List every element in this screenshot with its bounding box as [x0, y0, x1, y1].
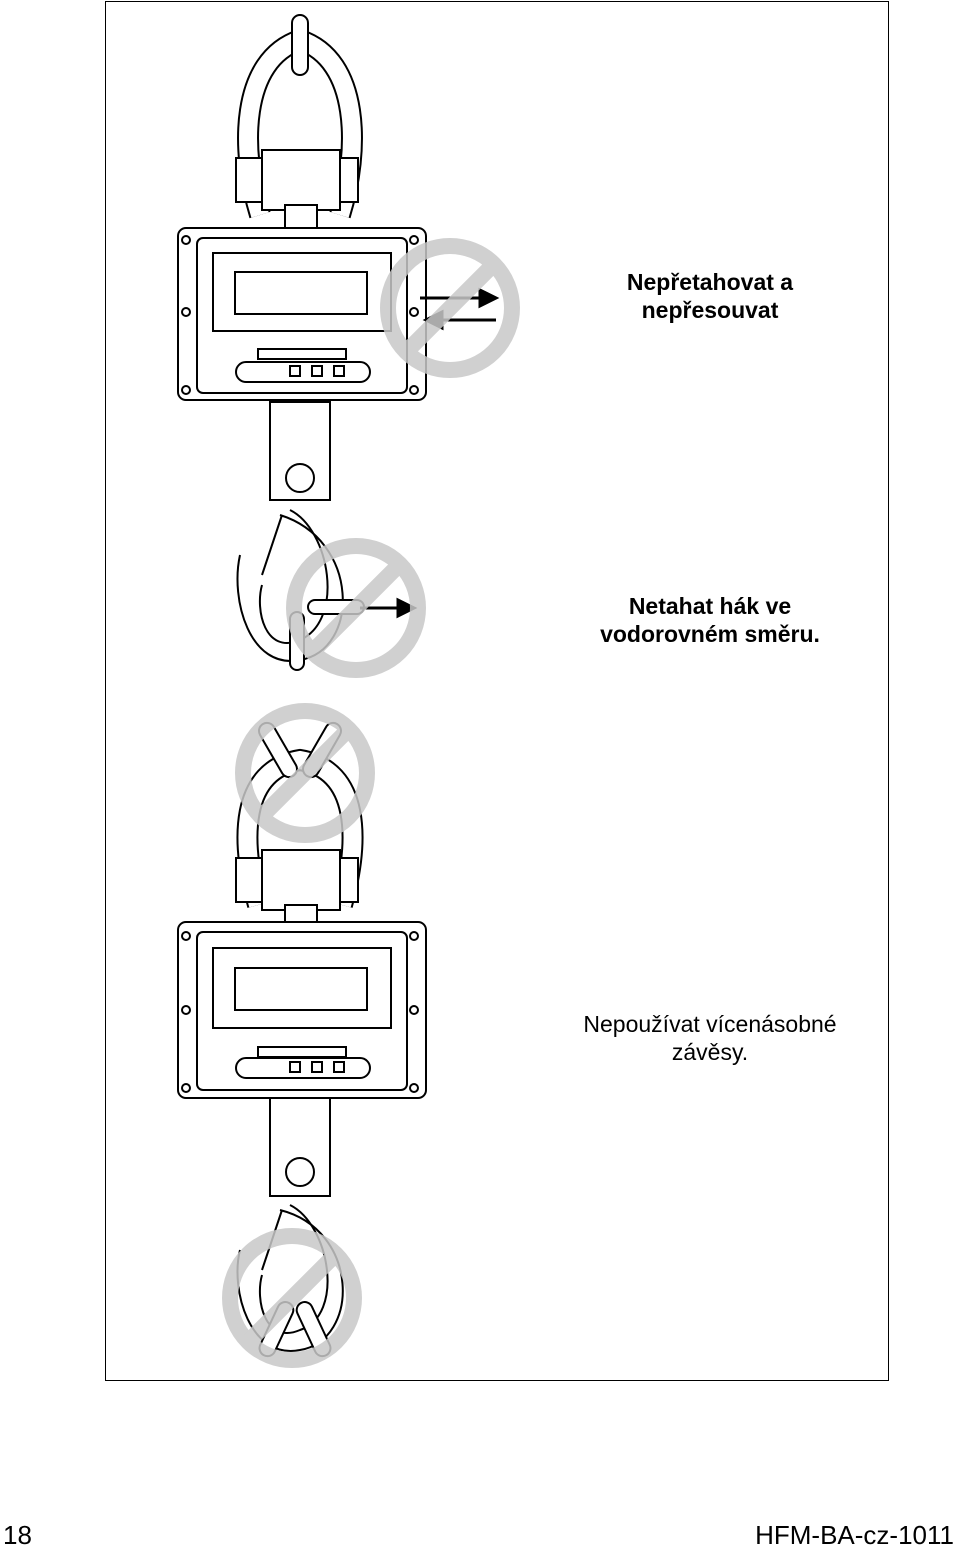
page-number: 18: [3, 1520, 32, 1550]
document-code: HFM-BA-cz-1011: [755, 1520, 954, 1550]
caption-no-pulling: Nepřetahovat a nepřesouvat: [560, 268, 860, 324]
caption-no-horizontal-line1: Netahat hák ve: [628, 593, 792, 619]
caption-no-pulling-line2: nepřesouvat: [641, 297, 779, 323]
caption-no-horizontal-line2: vodorovném směru.: [600, 621, 820, 647]
caption-no-multi-line1: Nepoužívat vícenásobné: [583, 1011, 837, 1037]
crane-scale-illustration-bottom: [177, 703, 427, 1368]
caption-no-multiple-slings: Nepoužívat vícenásobné závěsy.: [540, 1010, 880, 1066]
caption-no-horizontal-pull: Netahat hák ve vodorovném směru.: [560, 592, 860, 648]
caption-no-pulling-line1: Nepřetahovat a: [626, 269, 794, 295]
crane-scale-illustration-top: [177, 14, 520, 678]
caption-no-multi-line2: závěsy.: [671, 1039, 749, 1065]
page-frame: [105, 1, 889, 1381]
